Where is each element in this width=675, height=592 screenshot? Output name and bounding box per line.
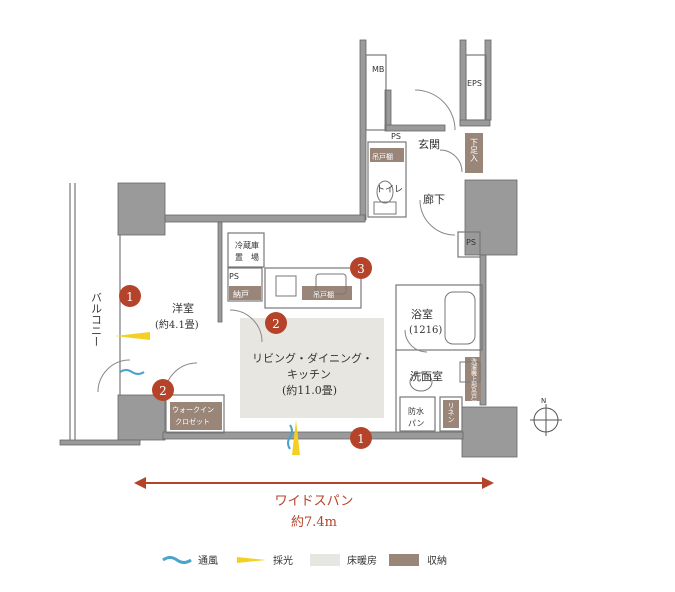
legend-heating-swatch: [310, 554, 340, 566]
walkin-label-1: ウォークイン: [172, 406, 214, 414]
partitions: [69, 54, 487, 440]
fridge-label-1: 冷蔵庫: [235, 240, 259, 250]
svg-text:3: 3: [357, 262, 365, 276]
washer-shelf-label: 洗濯機上部吊戸棚: [470, 357, 477, 407]
legend-airflow-swatch: [162, 556, 192, 564]
span-value: 約7.4m: [291, 515, 337, 530]
ldk-label-1: リビング・ダイニング・: [252, 351, 373, 365]
fixtures: [275, 180, 481, 392]
western-room-label: 洋室: [172, 301, 194, 315]
western-room-size: (約4.1畳): [155, 318, 199, 331]
ldk-label-2: キッチン: [287, 368, 331, 381]
washer-pan-label-2: パン: [408, 419, 424, 428]
floor-heating-area: [240, 318, 384, 418]
compass: N: [530, 397, 562, 436]
marker-1-bottom: 1: [350, 427, 372, 449]
svg-text:2: 2: [159, 384, 167, 398]
legend-airflow-label: 通風: [198, 555, 218, 567]
bath-size-label: (1216): [409, 325, 442, 336]
walls: [59, 39, 518, 458]
fridge-label-2: 置 場: [235, 252, 259, 262]
shoes-label: 下足入: [470, 138, 479, 162]
legend-light-swatch: [237, 557, 266, 563]
legend-storage-label: 収納: [427, 554, 447, 567]
eps-label: EPS: [467, 79, 482, 88]
legend: 通風 採光 床暖房 収納: [162, 554, 447, 567]
legend-storage-swatch: [389, 554, 419, 566]
compass-n-label: N: [541, 397, 546, 405]
ldk-label-3: (約11.0畳): [282, 383, 337, 397]
airflow-indicators: [115, 332, 300, 455]
marker-2-closet: 2: [152, 379, 174, 401]
kitchen-shelf-label: 吊戸棚: [313, 290, 334, 299]
span-label: ワイドスパン: [275, 494, 354, 509]
toilet-label: トイレ: [376, 185, 403, 195]
svg-text:1: 1: [357, 432, 365, 446]
walkin-label-2: クロゼット: [175, 417, 210, 426]
storage-areas: [170, 133, 483, 430]
washroom-label: 洗面室: [410, 369, 443, 383]
legend-light-label: 採光: [273, 554, 293, 567]
washer-pan-label-1: 防水: [408, 406, 424, 416]
toilet-shelf-label: 吊戸棚: [372, 152, 393, 161]
marker-2-ldk: 2: [265, 312, 287, 334]
marker-3-kitchen: 3: [350, 257, 372, 279]
hallway-label: 廊下: [423, 192, 445, 206]
mb-label: MB: [372, 65, 384, 74]
svg-text:1: 1: [126, 290, 134, 304]
bath-label: 浴室: [411, 307, 433, 321]
linen-label: リネン: [447, 402, 455, 423]
ps-kitchen-label: PS: [229, 272, 239, 281]
ps-top-label: PS: [391, 132, 401, 141]
marker-1-left: 1: [119, 285, 141, 307]
ps-right-label: PS: [466, 238, 476, 247]
span-arrow: [134, 477, 494, 489]
balcony-label: バルコニー: [90, 292, 103, 347]
genkan-label: 玄関: [418, 137, 440, 151]
svg-text:2: 2: [272, 317, 280, 331]
legend-heating-label: 床暖房: [347, 554, 377, 567]
storage-label: 納戸: [233, 289, 249, 299]
